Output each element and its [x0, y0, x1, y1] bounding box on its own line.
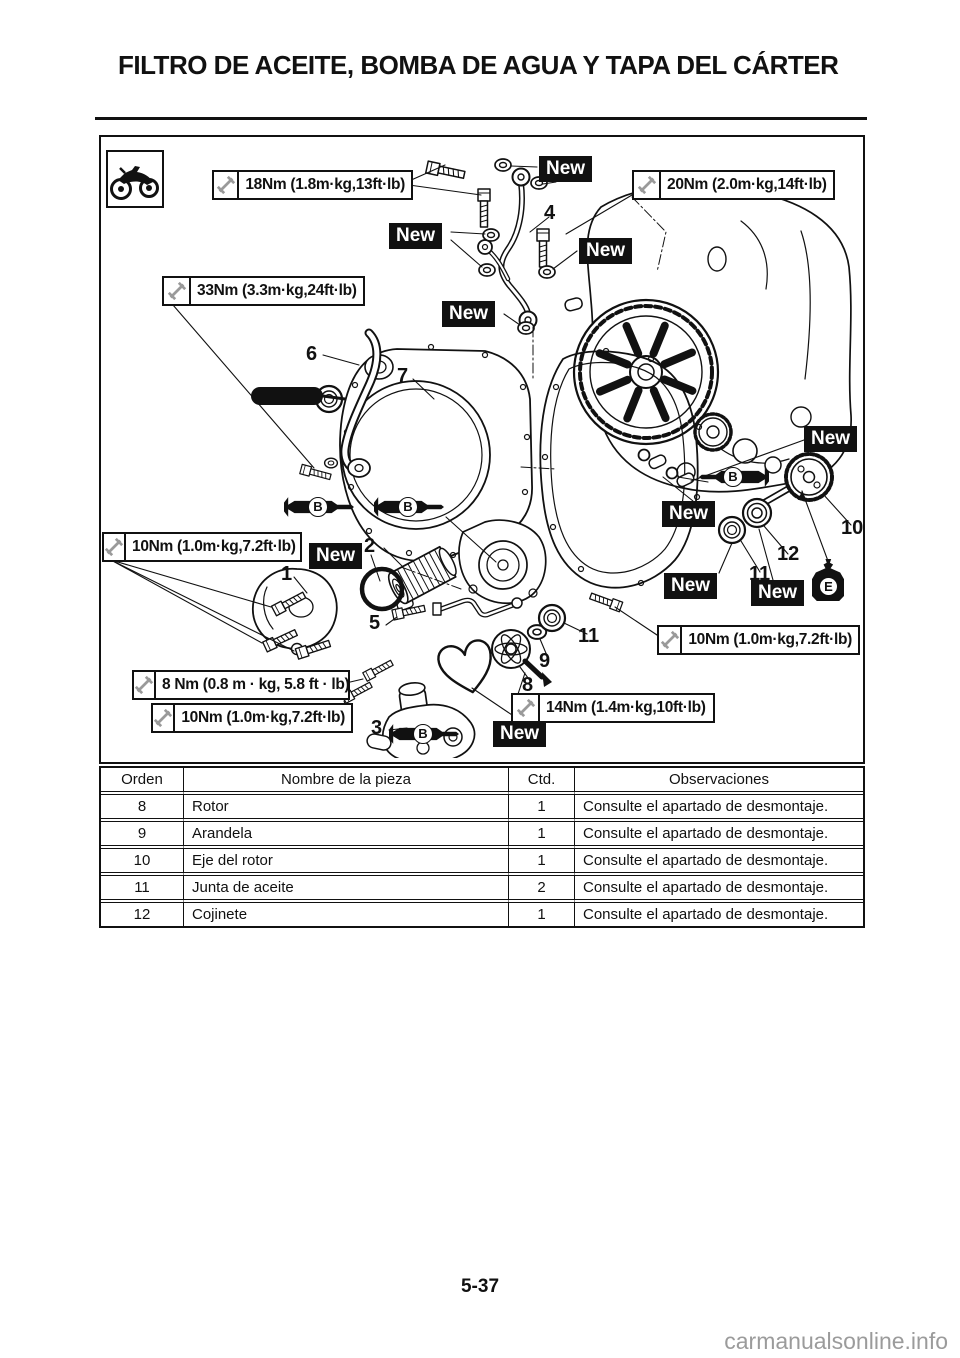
torque-label-10nm-right: 10Nm (1.0m·kg,7.2ft·lb) — [657, 625, 860, 655]
table-header-row: Orden Nombre de la pieza Ctd. Observacio… — [101, 768, 863, 795]
new-badge: New — [804, 426, 858, 452]
grease-b-symbol: B — [699, 466, 769, 488]
part-number-1: 1 — [281, 563, 293, 585]
wrench-icon — [134, 672, 156, 698]
cell-nombre: Arandela — [184, 822, 509, 849]
torque-label-8nm: 8 Nm (0.8 m · kg, 5.8 ft · lb) — [132, 670, 350, 700]
torque-value: 20Nm (2.0m·kg,14ft·lb) — [667, 176, 827, 193]
exploded-diagram-panel: 18Nm (1.8m·kg,13ft·lb) 20Nm (2.0m·kg,14f… — [99, 135, 865, 764]
cell-nombre: Rotor — [184, 795, 509, 822]
part-number-5: 5 — [369, 612, 381, 634]
new-badge: New — [389, 223, 443, 249]
part-number-9: 9 — [539, 650, 551, 672]
cell-orden: 8 — [101, 795, 184, 822]
table-row: 10 Eje del rotor 1 Consulte el apartado … — [101, 849, 863, 876]
part-number-2: 2 — [364, 535, 376, 557]
col-header-nombre: Nombre de la pieza — [184, 768, 509, 795]
wrench-icon — [153, 705, 176, 731]
torque-label-10nm-left: 10Nm (1.0m·kg,7.2ft·lb) — [102, 532, 302, 562]
new-badge: New — [751, 580, 805, 606]
table-row: 12 Cojinete 1 Consulte el apartado de de… — [101, 903, 863, 926]
new-badge: New — [442, 301, 496, 327]
cell-orden: 10 — [101, 849, 184, 876]
cell-nombre: Eje del rotor — [184, 849, 509, 876]
torque-value: 10Nm (1.0m·kg,7.2ft·lb) — [181, 709, 345, 726]
table-row: 9 Arandela 1 Consulte el apartado de des… — [101, 822, 863, 849]
oil-letter: E — [819, 577, 838, 596]
cell-observaciones: Consulte el apartado de desmontaje. — [575, 795, 863, 822]
part-number-11: 11 — [749, 563, 771, 585]
torque-value: 8 Nm (0.8 m · kg, 5.8 ft · lb) — [162, 676, 350, 693]
new-badge: New — [493, 721, 547, 747]
cell-nombre: Junta de aceite — [184, 876, 509, 903]
torque-value: 10Nm (1.0m·kg,7.2ft·lb) — [688, 631, 852, 648]
cell-observaciones: Consulte el apartado de desmontaje. — [575, 849, 863, 876]
part-number-6: 6 — [306, 343, 318, 365]
part-number-4: 4 — [544, 202, 556, 224]
grease-letter: B — [723, 467, 743, 487]
torque-value: 10Nm (1.0m·kg,7.2ft·lb) — [132, 538, 296, 555]
part-number-12: 12 — [777, 543, 800, 565]
part-number-3: 3 — [371, 717, 383, 739]
torque-label-14nm: 14Nm (1.4m·kg,10ft·lb) — [511, 693, 715, 723]
part-number-8: 8 — [522, 674, 534, 696]
table-row: 8 Rotor 1 Consulte el apartado de desmon… — [101, 795, 863, 822]
wrench-icon — [164, 278, 191, 304]
torque-label-18nm: 18Nm (1.8m·kg,13ft·lb) — [212, 170, 413, 200]
new-badge: New — [579, 238, 633, 264]
grease-letter: B — [308, 497, 328, 517]
torque-value: 33Nm (3.3m·kg,24ft·lb) — [197, 282, 357, 299]
torque-label-20nm: 20Nm (2.0m·kg,14ft·lb) — [632, 170, 835, 200]
torque-label-10nm-bottom: 10Nm (1.0m·kg,7.2ft·lb) — [151, 703, 353, 733]
torque-label-33nm: 33Nm (3.3m·kg,24ft·lb) — [162, 276, 365, 306]
new-badge: New — [309, 543, 363, 569]
part-number-10: 10 — [841, 517, 864, 539]
motorcycle-icon — [106, 150, 164, 208]
cell-observaciones: Consulte el apartado de desmontaje. — [583, 906, 829, 923]
wrench-icon — [104, 534, 126, 560]
cell-ctd: 1 — [509, 849, 575, 876]
col-header-ctd: Ctd. — [509, 768, 575, 795]
col-header-orden: Orden — [101, 768, 184, 795]
table-row: 11 Junta de aceite 2 Consulte el apartad… — [101, 876, 863, 903]
grease-b-symbol: B — [284, 496, 354, 518]
wrench-icon — [513, 695, 540, 721]
grease-b-symbol: B — [374, 496, 444, 518]
parts-table: Orden Nombre de la pieza Ctd. Observacio… — [99, 766, 865, 928]
oil-e-symbol: E — [812, 559, 844, 601]
new-badge: New — [664, 573, 718, 599]
torque-value: 14Nm (1.4m·kg,10ft·lb) — [546, 699, 706, 716]
grease-b-symbol: B — [389, 723, 459, 745]
cell-orden: 12 — [101, 903, 184, 926]
torque-value: 18Nm (1.8m·kg,13ft·lb) — [245, 176, 405, 193]
cell-observaciones: Consulte el apartado de desmontaje. — [575, 822, 863, 849]
cell-ctd: 1 — [509, 903, 575, 926]
cell-orden: 9 — [101, 822, 184, 849]
page-title: FILTRO DE ACEITE, BOMBA DE AGUA Y TAPA D… — [118, 50, 839, 80]
wrench-icon — [214, 172, 240, 198]
part-number-7: 7 — [397, 365, 409, 387]
new-badge: New — [539, 156, 593, 182]
page-number: 5-37 — [460, 1276, 500, 1297]
new-badge: New — [662, 501, 716, 527]
cell-ctd: 1 — [509, 822, 575, 849]
title-divider — [95, 117, 867, 120]
cell-nombre: Cojinete — [184, 903, 509, 926]
cell-ctd: 1 — [509, 795, 575, 822]
cell-ctd: 2 — [509, 876, 575, 903]
wrench-icon — [634, 172, 661, 198]
cell-observaciones: Consulte el apartado de desmontaje. — [575, 876, 863, 903]
col-header-observaciones: Observaciones — [575, 768, 863, 795]
exploded-diagram-artwork — [110, 158, 852, 758]
grease-letter: B — [398, 497, 418, 517]
cell-orden: 11 — [101, 876, 184, 903]
part-number-11: 11 — [578, 625, 600, 647]
wrench-icon — [659, 627, 683, 653]
grease-letter: B — [413, 724, 433, 744]
watermark: carmanualsonline.info — [724, 1328, 948, 1354]
